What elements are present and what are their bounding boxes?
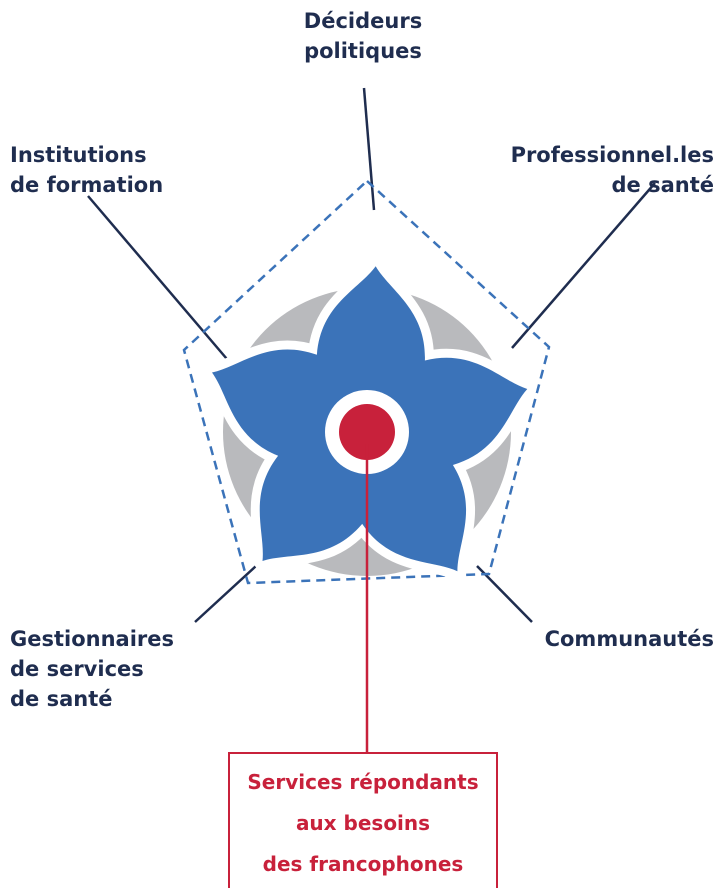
label-line: de santé — [10, 687, 113, 711]
connector-decideurs — [362, 87, 376, 211]
connector-professionnels — [511, 182, 656, 349]
label-line: Institutions — [10, 143, 147, 167]
label-line: politiques — [304, 39, 422, 63]
label-line: Gestionnaires — [10, 627, 175, 651]
dashed-pentagon — [182, 179, 551, 585]
label-line: Décideurs — [303, 9, 423, 33]
label-line: de services — [10, 657, 144, 681]
connector-institutions — [87, 195, 239, 373]
connector-gestionnaires — [194, 565, 257, 623]
label-line: Professionnel.les — [510, 143, 714, 167]
label-institutions-formation: Institutions de formation — [10, 140, 163, 200]
result-line: aux besoins — [295, 811, 431, 835]
center-red-dot — [339, 404, 395, 460]
label-communautes: Communautés — [545, 624, 714, 654]
label-gestionnaires-services: Gestionnaires de services de santé — [10, 624, 174, 714]
label-line: de formation — [10, 173, 164, 197]
result-box — [228, 752, 498, 888]
label-line: Communautés — [544, 627, 714, 651]
label-line: de santé — [611, 173, 715, 197]
label-professionnels-sante: Professionnel.les de santé — [511, 140, 714, 200]
result-text: Services répondants aux besoins des fran… — [228, 762, 498, 885]
result-line: Services répondants — [247, 770, 479, 794]
result-line: des francophones — [262, 852, 464, 876]
label-decideurs-politiques: Décideurs politiques — [263, 6, 463, 66]
